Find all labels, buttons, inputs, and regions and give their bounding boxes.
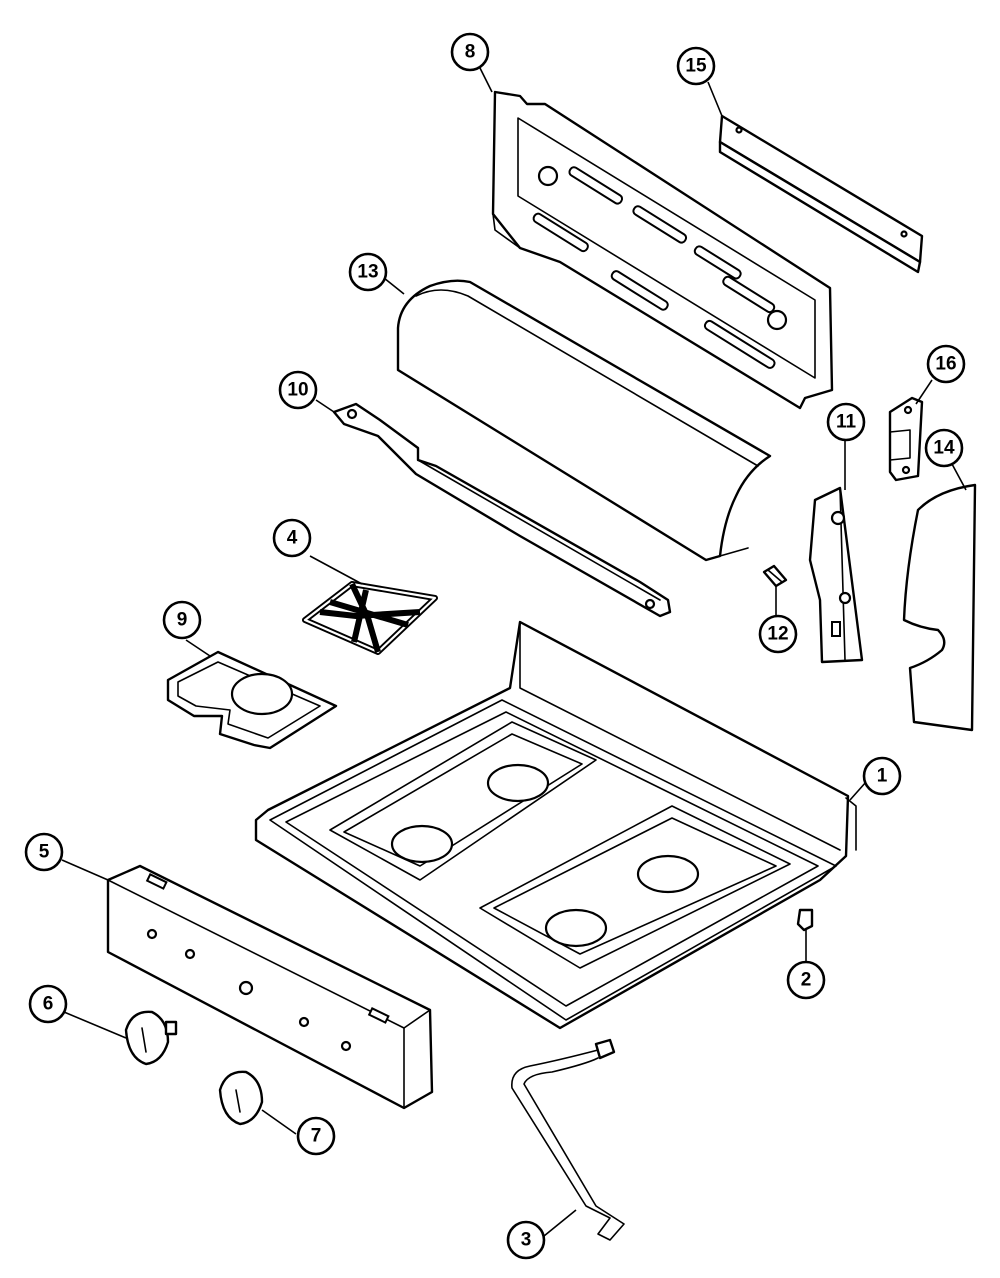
part-7-oven-knob (218, 1070, 264, 1126)
callout-15-label: 15 (685, 56, 707, 77)
callout-10: 10 (278, 370, 318, 410)
callout-11: 11 (826, 402, 866, 442)
part-2-clip (796, 908, 814, 932)
callout-5: 5 (24, 832, 64, 872)
callout-11-label: 11 (836, 412, 857, 433)
part-9-spill-pan (166, 650, 338, 750)
callout-3-label: 3 (521, 1230, 532, 1251)
part-3-igniter-wire (511, 1038, 625, 1241)
callout-4: 4 (272, 518, 312, 558)
part-14-side-end-cap (902, 483, 977, 732)
callout-9-label: 9 (177, 610, 188, 631)
leader-lines (61, 67, 967, 1237)
callout-5-label: 5 (39, 842, 50, 863)
callout-8: 8 (450, 32, 490, 72)
callout-15: 15 (676, 46, 716, 86)
part-15-trim-panel (718, 114, 924, 274)
part-10-duct-bracket (332, 402, 672, 618)
callout-6: 6 (28, 984, 68, 1024)
callout-12: 12 (758, 614, 798, 654)
callout-2-label: 2 (801, 970, 812, 991)
callout-14: 14 (924, 428, 964, 468)
callout-14-label: 14 (933, 438, 955, 459)
part-6-burner-knob (124, 1010, 178, 1066)
part-16-end-bracket (888, 396, 924, 482)
callout-16: 16 (926, 344, 966, 384)
callout-9: 9 (162, 600, 202, 640)
callout-13: 13 (348, 252, 388, 292)
callout-8-label: 8 (465, 42, 476, 63)
callout-7: 7 (296, 1116, 336, 1156)
callout-1-label: 1 (877, 766, 888, 787)
callout-4-label: 4 (287, 528, 298, 549)
callout-2: 2 (786, 960, 826, 1000)
part-13-vent-cover (396, 279, 772, 562)
part-1-cooktop (254, 620, 857, 1030)
callout-7-label: 7 (311, 1126, 322, 1147)
callout-10-label: 10 (287, 380, 308, 401)
part-12-screw (762, 564, 788, 588)
callout-12-label: 12 (767, 624, 788, 645)
callout-6-label: 6 (43, 994, 54, 1015)
part-11-side-bracket (808, 486, 864, 664)
callout-3: 3 (506, 1220, 546, 1260)
callout-13-label: 13 (357, 262, 378, 283)
part-4-burner-grate (302, 581, 438, 655)
callout-16-label: 16 (935, 354, 956, 375)
part-5-control-panel (106, 864, 434, 1110)
callout-1: 1 (862, 756, 902, 796)
part-8-backguard-panel (491, 90, 834, 410)
